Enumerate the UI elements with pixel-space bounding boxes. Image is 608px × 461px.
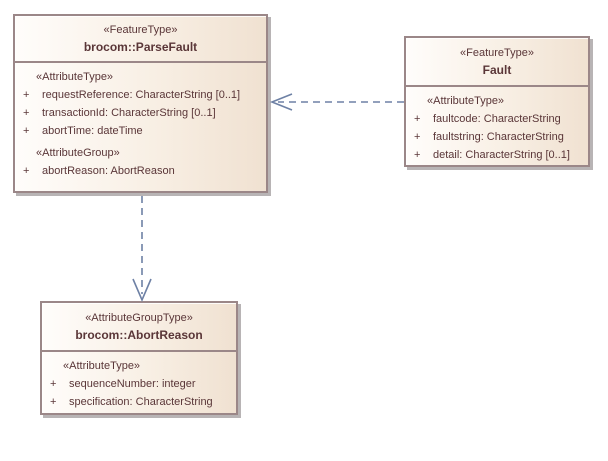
attribute-row: + sequenceNumber: integer: [42, 375, 232, 393]
class-box-abortreason[interactable]: «AttributeGroupType» brocom::AbortReason…: [40, 301, 238, 415]
attribute-compartment: «AttributeType» + faultcode: CharacterStr…: [406, 87, 588, 164]
dependency-connector-parsefault-to-abortreason[interactable]: [132, 196, 152, 303]
class-stereotype: «FeatureType»: [460, 46, 534, 59]
section-stereotype: «AttributeGroup»: [36, 147, 120, 159]
visibility-marker: +: [23, 107, 30, 119]
class-stereotype: «AttributeGroupType»: [85, 311, 193, 324]
class-header: «AttributeGroupType» brocom::AbortReason: [42, 303, 236, 352]
open-arrowhead-down-icon: [132, 278, 152, 303]
visibility-marker: +: [23, 165, 30, 177]
attribute-row: + transactionId: CharacterString [0..1]: [15, 104, 262, 122]
attribute-text: transactionId: CharacterString [0..1]: [42, 107, 216, 119]
attribute-row: + specification: CharacterString: [42, 393, 232, 411]
class-header: «FeatureType» brocom::ParseFault: [15, 16, 266, 63]
class-name: brocom::AbortReason: [75, 327, 203, 342]
attribute-text: requestReference: CharacterString [0..1]: [42, 89, 241, 101]
attribute-text: detail: CharacterString [0..1]: [433, 149, 570, 161]
class-box-fault[interactable]: «FeatureType» Fault «AttributeType» + fau…: [404, 36, 590, 167]
attribute-text: abortTime: dateTime: [42, 125, 143, 137]
visibility-marker: +: [23, 89, 30, 101]
attribute-compartment: «AttributeType» + requestReference: Chara…: [15, 63, 266, 180]
class-header: «FeatureType» Fault: [406, 38, 588, 87]
attribute-row: + abortReason: AbortReason: [15, 162, 262, 180]
attribute-text: specification: CharacterString: [69, 396, 213, 408]
attribute-row: + detail: CharacterString [0..1]: [406, 146, 584, 164]
attribute-row: + abortTime: dateTime: [15, 122, 262, 140]
attribute-text: sequenceNumber: integer: [69, 378, 196, 390]
visibility-marker: +: [414, 149, 421, 161]
attribute-compartment: «AttributeType» + sequenceNumber: integer…: [42, 352, 236, 411]
visibility-marker: +: [414, 131, 421, 143]
section-stereotype: «AttributeType»: [63, 360, 141, 372]
section-stereotype: «AttributeType»: [427, 95, 505, 107]
attribute-text: abortReason: AbortReason: [42, 165, 175, 177]
attribute-row: + requestReference: CharacterString [0..1…: [15, 86, 262, 104]
dependency-connector-fault-to-parsefault[interactable]: [269, 93, 404, 111]
class-box-parsefault[interactable]: «FeatureType» brocom::ParseFault «Attrib…: [13, 14, 268, 193]
visibility-marker: +: [50, 378, 57, 390]
class-name: brocom::ParseFault: [83, 39, 198, 54]
attribute-text: faultstring: CharacterString: [433, 131, 564, 143]
attribute-text: faultcode: CharacterString: [433, 113, 561, 125]
class-stereotype: «FeatureType»: [103, 23, 178, 36]
visibility-marker: +: [50, 396, 57, 408]
attribute-row: + faultstring: CharacterString: [406, 128, 584, 146]
visibility-marker: +: [414, 113, 421, 125]
attribute-row: + faultcode: CharacterString: [406, 110, 584, 128]
class-name: Fault: [482, 62, 512, 77]
visibility-marker: +: [23, 125, 30, 137]
section-stereotype: «AttributeType»: [36, 71, 114, 83]
open-arrowhead-left-icon: [269, 93, 293, 111]
